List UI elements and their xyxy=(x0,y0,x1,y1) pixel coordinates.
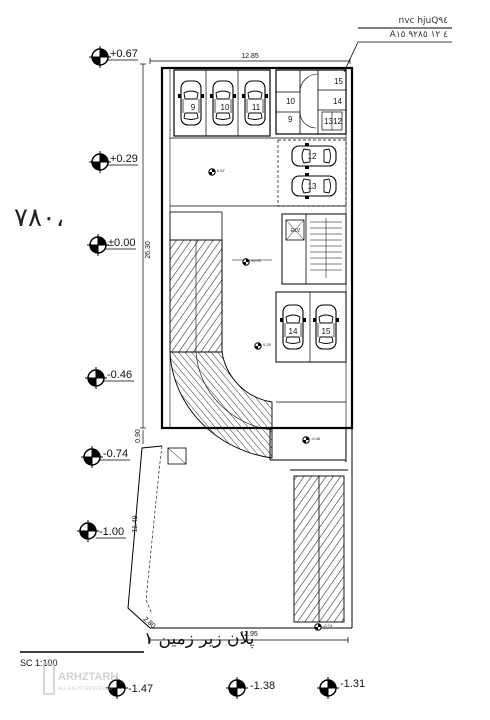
parking-spot-label: 13 xyxy=(308,182,317,191)
dimension-top-width: 12.85 xyxy=(241,53,259,60)
dimension-lines xyxy=(140,58,351,643)
parking-bay-middle: 12 13 xyxy=(291,142,337,200)
parking-spot-label: 12 xyxy=(308,152,317,161)
level-label: -0.46 xyxy=(107,369,132,381)
level-marker: -1.31 xyxy=(316,676,365,700)
level-markers-bottom: -1.47 -1.38 -1.31 xyxy=(105,676,365,700)
parking-bay-lower: 14 15 xyxy=(279,292,340,362)
service-room-label: 13 xyxy=(324,117,333,126)
level-marker: -1.00 xyxy=(76,519,126,543)
spot-level: ±0.00 xyxy=(242,258,262,266)
scale-text: SC 1:100 xyxy=(20,658,58,668)
spot-level-label: -0.74 xyxy=(323,623,333,628)
service-room-label: 10 xyxy=(286,97,295,106)
level-label: -1.47 xyxy=(128,683,153,695)
service-room-label: 9 xyxy=(288,115,293,124)
service-room-label: 15 xyxy=(334,77,343,86)
watermark-brand: ARHZTARH xyxy=(58,671,118,683)
spot-level: 0.67 xyxy=(208,168,226,176)
spot-level: -0.46 xyxy=(302,436,321,444)
level-label: -1.38 xyxy=(250,680,275,692)
watermark: ARHZTARH ALL RIGHT RESERVED xyxy=(43,663,118,695)
curved-ramp xyxy=(169,211,273,459)
level-markers-left: +0.67 +0.29 ±0.00 -0.46 -0.74 -1.00 xyxy=(76,45,138,543)
internal-walls xyxy=(170,137,347,462)
spot-level: 0.29 xyxy=(254,342,272,350)
dimension-small-left: 0.90 xyxy=(135,429,142,443)
spot-level-label: ±0.00 xyxy=(251,258,262,263)
spot-level-label: 0.67 xyxy=(217,168,226,173)
level-label: ±0.00 xyxy=(108,237,135,249)
spot-levels: 0.67 0.29 -0.46 -0.74 ±0.00 xyxy=(208,168,333,631)
spot-level-label: -0.46 xyxy=(311,436,321,441)
level-marker: -1.38 xyxy=(225,676,275,700)
plan-title-block: پلان زیر زمین ١ SC 1:100 xyxy=(20,629,255,668)
straight-ramp xyxy=(290,469,348,623)
parking-spot-label: 10 xyxy=(221,103,230,112)
handwritten-note: ٧٨٠، xyxy=(14,203,64,233)
level-marker: -0.74 xyxy=(80,445,130,469)
level-label: -0.74 xyxy=(103,448,128,460)
parking-bay-top: 9 10 11 xyxy=(173,69,271,137)
parking-spot-label: 14 xyxy=(289,327,298,336)
parking-spot-label: 11 xyxy=(252,103,261,112)
corner-stamp: nvc hjuQ٩٤ A٤ ١٢ ٩٢٨٥ ١٥ xyxy=(343,16,452,73)
parking-spot-label: 9 xyxy=(191,103,196,112)
service-room-label: 14 xyxy=(333,97,342,106)
corner-stamp-line2: A٤ ١٢ ٩٢٨٥ ١٥ xyxy=(390,30,448,40)
service-rooms: 15 10 14 9 13 12 xyxy=(275,69,347,135)
level-marker: -0.46 xyxy=(84,366,134,390)
level-label: +0.29 xyxy=(110,153,138,165)
entry-box xyxy=(167,447,187,465)
level-label: -1.00 xyxy=(99,526,124,538)
level-marker: +0.29 xyxy=(88,150,138,174)
dimension-bottom-width: 12.95 xyxy=(240,631,258,638)
level-label: +0.67 xyxy=(110,48,138,60)
watermark-sub: ALL RIGHT RESERVED xyxy=(58,686,113,692)
level-marker: -1.47 xyxy=(105,676,153,700)
spot-level-label: 0.29 xyxy=(263,342,272,347)
parking-spot-label: 15 xyxy=(322,327,331,336)
service-room-label: 12 xyxy=(333,117,342,126)
elevator-stair-core: ELV xyxy=(285,218,342,278)
dimension-depth: 26.30 xyxy=(145,241,152,259)
level-marker: ±0.00 xyxy=(86,233,136,257)
corner-stamp-line1: nvc hjuQ٩٤ xyxy=(398,16,448,26)
level-marker: +0.67 xyxy=(88,45,138,69)
plan-title: پلان زیر زمین ١ xyxy=(144,629,255,649)
spot-level: -0.74 xyxy=(314,623,333,631)
level-label: -1.31 xyxy=(340,678,365,690)
elevator-label: ELV xyxy=(291,228,301,234)
